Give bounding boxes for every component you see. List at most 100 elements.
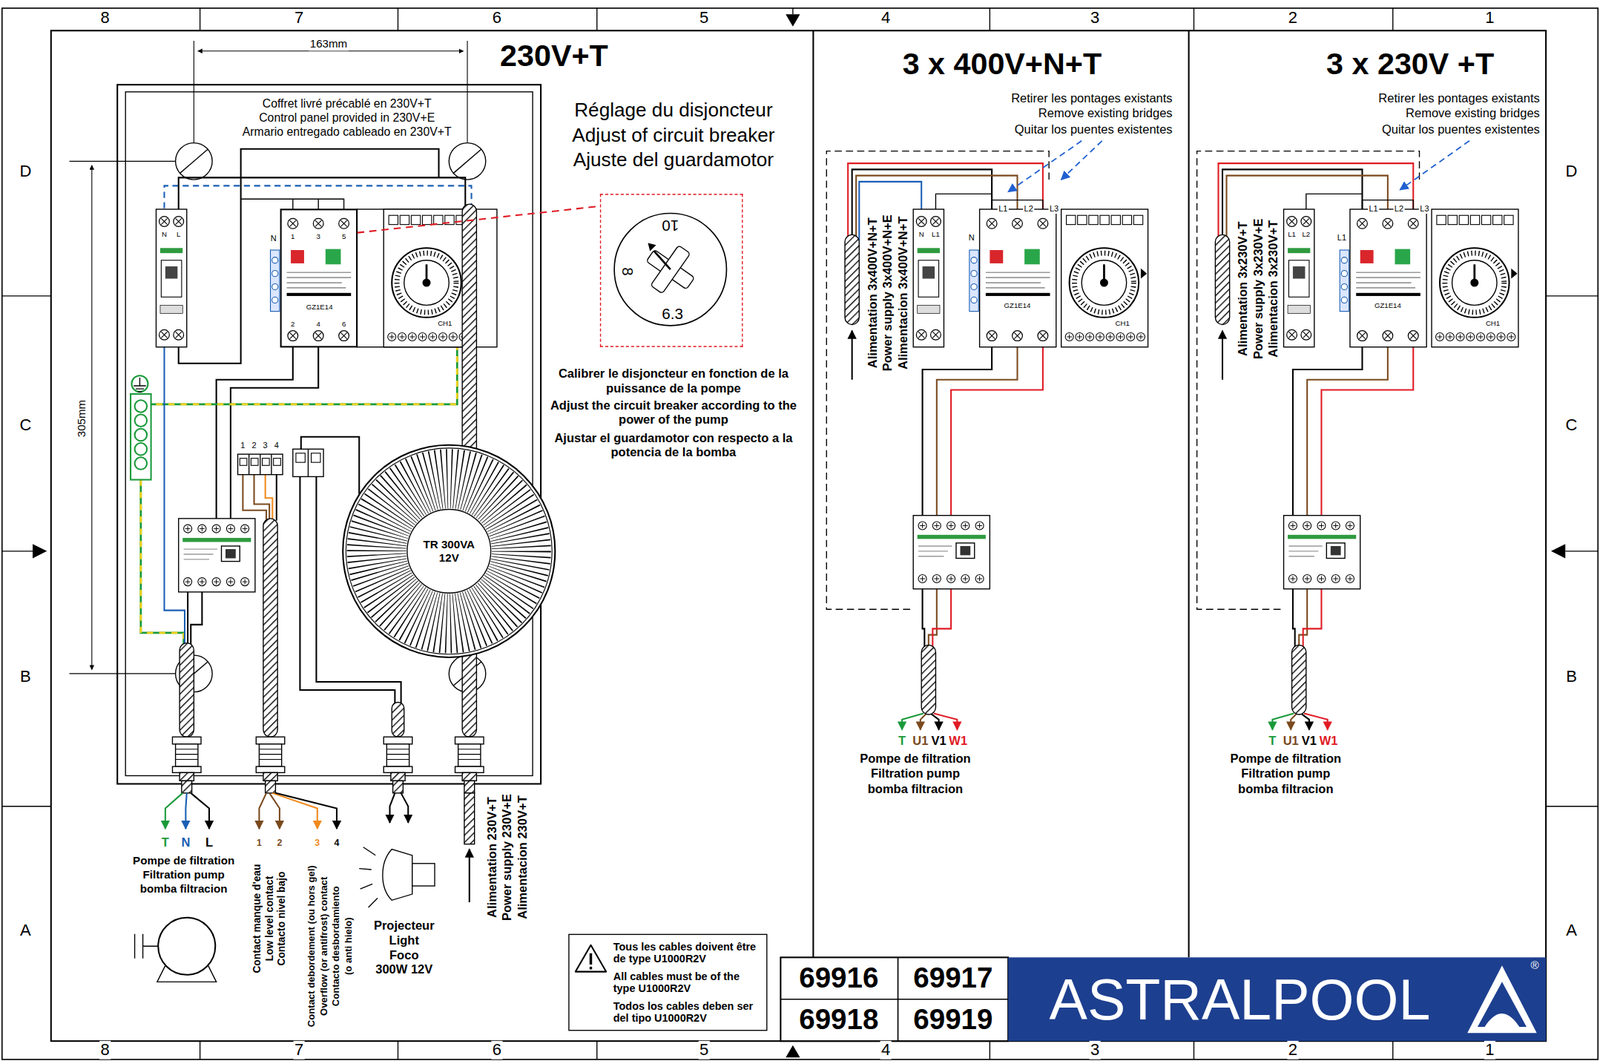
drawing-label: B [19,666,32,686]
drawing-label: 1 [1484,8,1496,28]
drawing-label: Power supply 3x400V+N+E [881,213,897,373]
drawing-label: 69917 [912,962,994,995]
cables [172,736,202,793]
panel-components [239,458,248,466]
cables [464,792,475,845]
node-text: All cables must be of the type U1000R2V [611,969,764,994]
drawing-label: Filtration pump [1240,767,1332,782]
drawing-label: Contact manque d'eau [251,862,264,974]
drawing-label: 6 [341,320,348,329]
sheet-frame [51,30,1546,1041]
panel-components [155,209,187,348]
drawing-label: Filtration pump [870,767,962,782]
panel-components [249,453,272,475]
panel-components [295,453,305,463]
drawing-label: B [1565,666,1578,686]
drawing-label: Pompe de filtration [1229,752,1342,767]
panel-components [239,458,281,466]
drawing-label: V1 [930,735,948,750]
drawing-label: 3 [1089,8,1101,28]
panel-3x400-drawing [1061,140,1103,180]
drawing-label: D [1564,161,1579,181]
enclosure [125,91,533,776]
drawing-label: Armario entregado cableado en 230V+T [241,126,453,140]
sheet-frame [2,8,1598,1060]
drawing-label: 8 [99,1040,111,1060]
drawing-label: CH1 [436,319,454,328]
drawing-label: L1 [1335,232,1348,243]
drawing-label: L [204,835,215,851]
projector-symbol [382,849,413,901]
drawing-label: 69918 [798,1002,880,1036]
drawing-label: Alimentacion 230V+T [516,794,531,920]
drawing-label: ASTRALPOOL [1048,967,1432,1034]
breaker-dial-box: 1086.3 [600,193,744,347]
drawing-label: 4 [272,441,280,451]
drawing-label: Adjust of circuit breaker [571,124,776,147]
panel-wiring [190,591,202,646]
panel-3x400-drawing [1008,140,1082,193]
drawing-label: 1 [239,441,247,451]
drawing-label: L3 [1419,204,1431,215]
drawing-label: U1 [1281,735,1300,750]
drawing-label: L2 [1022,204,1035,215]
drawing-label: 4 [880,1040,892,1060]
drawing-label: Quitar los puentes existentes [1381,123,1542,138]
outgoing-wires [275,792,337,829]
pump-symbol [157,917,216,975]
drawing-label: T [160,835,170,851]
drawing-label: Control panel provided in 230V+E [258,111,437,125]
drawing-label: 4 [880,8,892,28]
drawing-label: 2 [275,837,284,848]
projector-symbol [412,863,435,886]
drawing-label: 69916 [798,962,880,995]
frame-arrows [785,14,800,27]
drawing-label: Light [387,933,420,948]
drawing-label: Remove existing bridges [1036,107,1174,122]
drawing-label: Filtration pump [141,867,226,881]
drawing-label: C [1564,416,1579,435]
node-text: 10 [660,216,681,235]
sheet-frame [2,8,1598,1060]
drawing-label: Power supply 3x230V+E [1252,217,1267,360]
outgoing-wires [185,792,187,829]
cables [179,643,194,738]
drawing-label: N [269,234,278,245]
drawing-label: 7 [293,1040,305,1060]
drawing-label: 300W 12V [374,963,434,978]
panel-components [135,399,148,470]
panel-components [135,428,148,442]
outgoing-wires [165,792,408,829]
drawing-label: L2 [1393,204,1405,215]
panel-components [135,442,148,456]
drawing-label: Adjust the circuit breaker according to … [545,399,803,428]
drawing-label: C [18,416,33,435]
drawing-label: 5 [698,1040,710,1060]
panel-components [135,414,148,428]
drawing-label: Calibrer le disjoncteur en fonction de l… [545,367,803,397]
drawing-label: 4 [333,837,341,848]
drawing-label: L3 [1048,204,1060,215]
panel-3x400-drawing [826,140,1148,730]
enclosure [117,84,541,784]
drawing-label: Ajuste del guardamotor [571,149,775,172]
drawing-label: Quitar los puentes existentes [1013,123,1174,138]
drawing-label: U1 [911,735,930,750]
panel-wiring [186,591,189,646]
drawing-label: L [175,230,182,239]
drawing-label: Contacto nivel bajo [275,870,288,967]
outgoing-wires [389,792,395,823]
panel-components [295,453,321,463]
drawing-label: CH1 [1114,319,1131,328]
drawing-label: 1 [290,232,296,242]
drawing-label: 6 [491,1040,503,1060]
node-text: 230V+T [499,38,609,74]
dimension-lines [91,165,92,670]
panel-components [178,518,256,592]
drawing-label: 3 [1089,1040,1101,1060]
panel-components [135,456,148,470]
drawing-label: T [897,735,908,750]
pump-symbol [157,965,217,982]
